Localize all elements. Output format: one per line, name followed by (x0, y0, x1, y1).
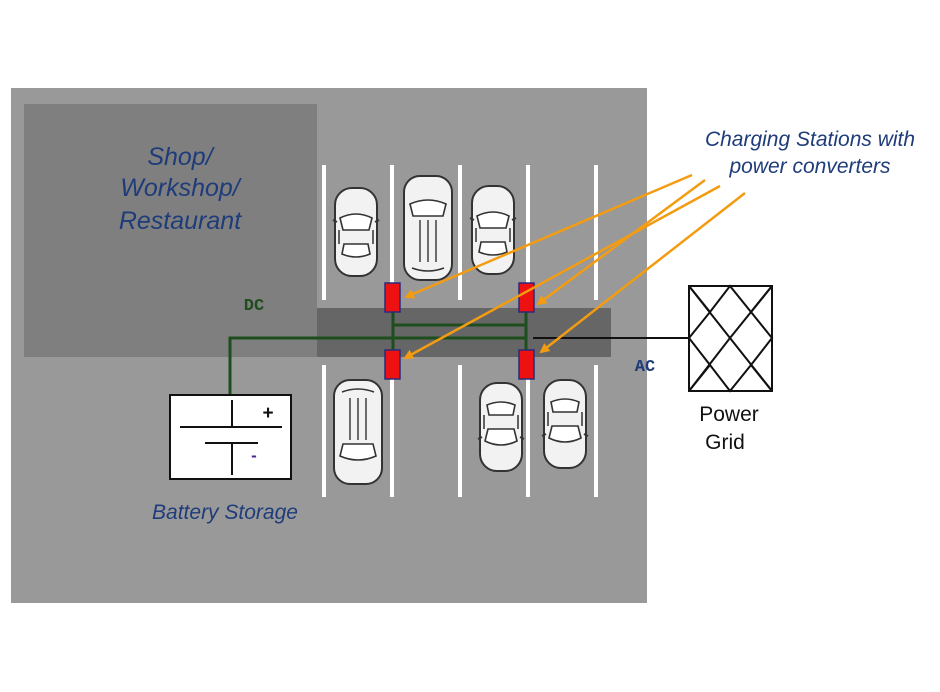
grid-label-line1: Power (699, 403, 759, 426)
shop-label-line1: Shop/ (147, 143, 215, 171)
battery-label: Battery Storage (152, 501, 298, 524)
parking-lines-bottom (322, 365, 598, 497)
grid-label-line2: Grid (705, 431, 745, 454)
charging-station-3 (384, 349, 401, 380)
battery-storage (169, 394, 292, 480)
car-top-2 (403, 175, 453, 281)
charging-station-4 (518, 349, 535, 380)
charging-station-2 (518, 282, 535, 313)
car-bottom-3 (541, 379, 589, 469)
charging-station-1 (384, 282, 401, 313)
car-bottom-2 (477, 382, 525, 472)
car-top-1 (332, 187, 380, 277)
power-grid-icon (687, 284, 774, 393)
car-bottom-1 (333, 379, 383, 485)
callout-arrows (403, 173, 746, 360)
battery-plus: + (262, 403, 273, 424)
charging-label-line2: power converters (728, 155, 891, 178)
battery-minus: - (251, 446, 257, 465)
shop-label-line2: Workshop/ (120, 174, 243, 202)
ac-label: AC (635, 358, 655, 377)
charging-label-line1: Charging Stations with (705, 128, 915, 151)
shop-label-line3: Restaurant (119, 207, 242, 235)
parking-lines-top (322, 165, 598, 300)
building-area (24, 104, 317, 357)
dc-label: DC (244, 297, 264, 316)
bus-strip (317, 308, 611, 357)
